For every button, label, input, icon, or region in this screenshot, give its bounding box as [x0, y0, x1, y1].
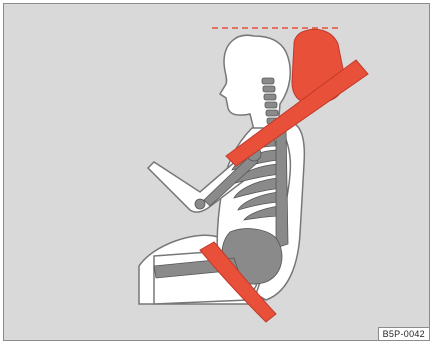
vertebra [264, 94, 276, 100]
seated-occupant-illustration [4, 4, 430, 341]
elbow-joint [195, 199, 205, 209]
vertebra [262, 78, 274, 84]
vertebra [266, 110, 278, 116]
spine [276, 128, 288, 248]
illustration-panel: B5P-0042 [3, 3, 430, 341]
vertebra [265, 102, 277, 108]
vertebra [263, 86, 275, 92]
figure-code: B5P-0042 [378, 327, 429, 340]
